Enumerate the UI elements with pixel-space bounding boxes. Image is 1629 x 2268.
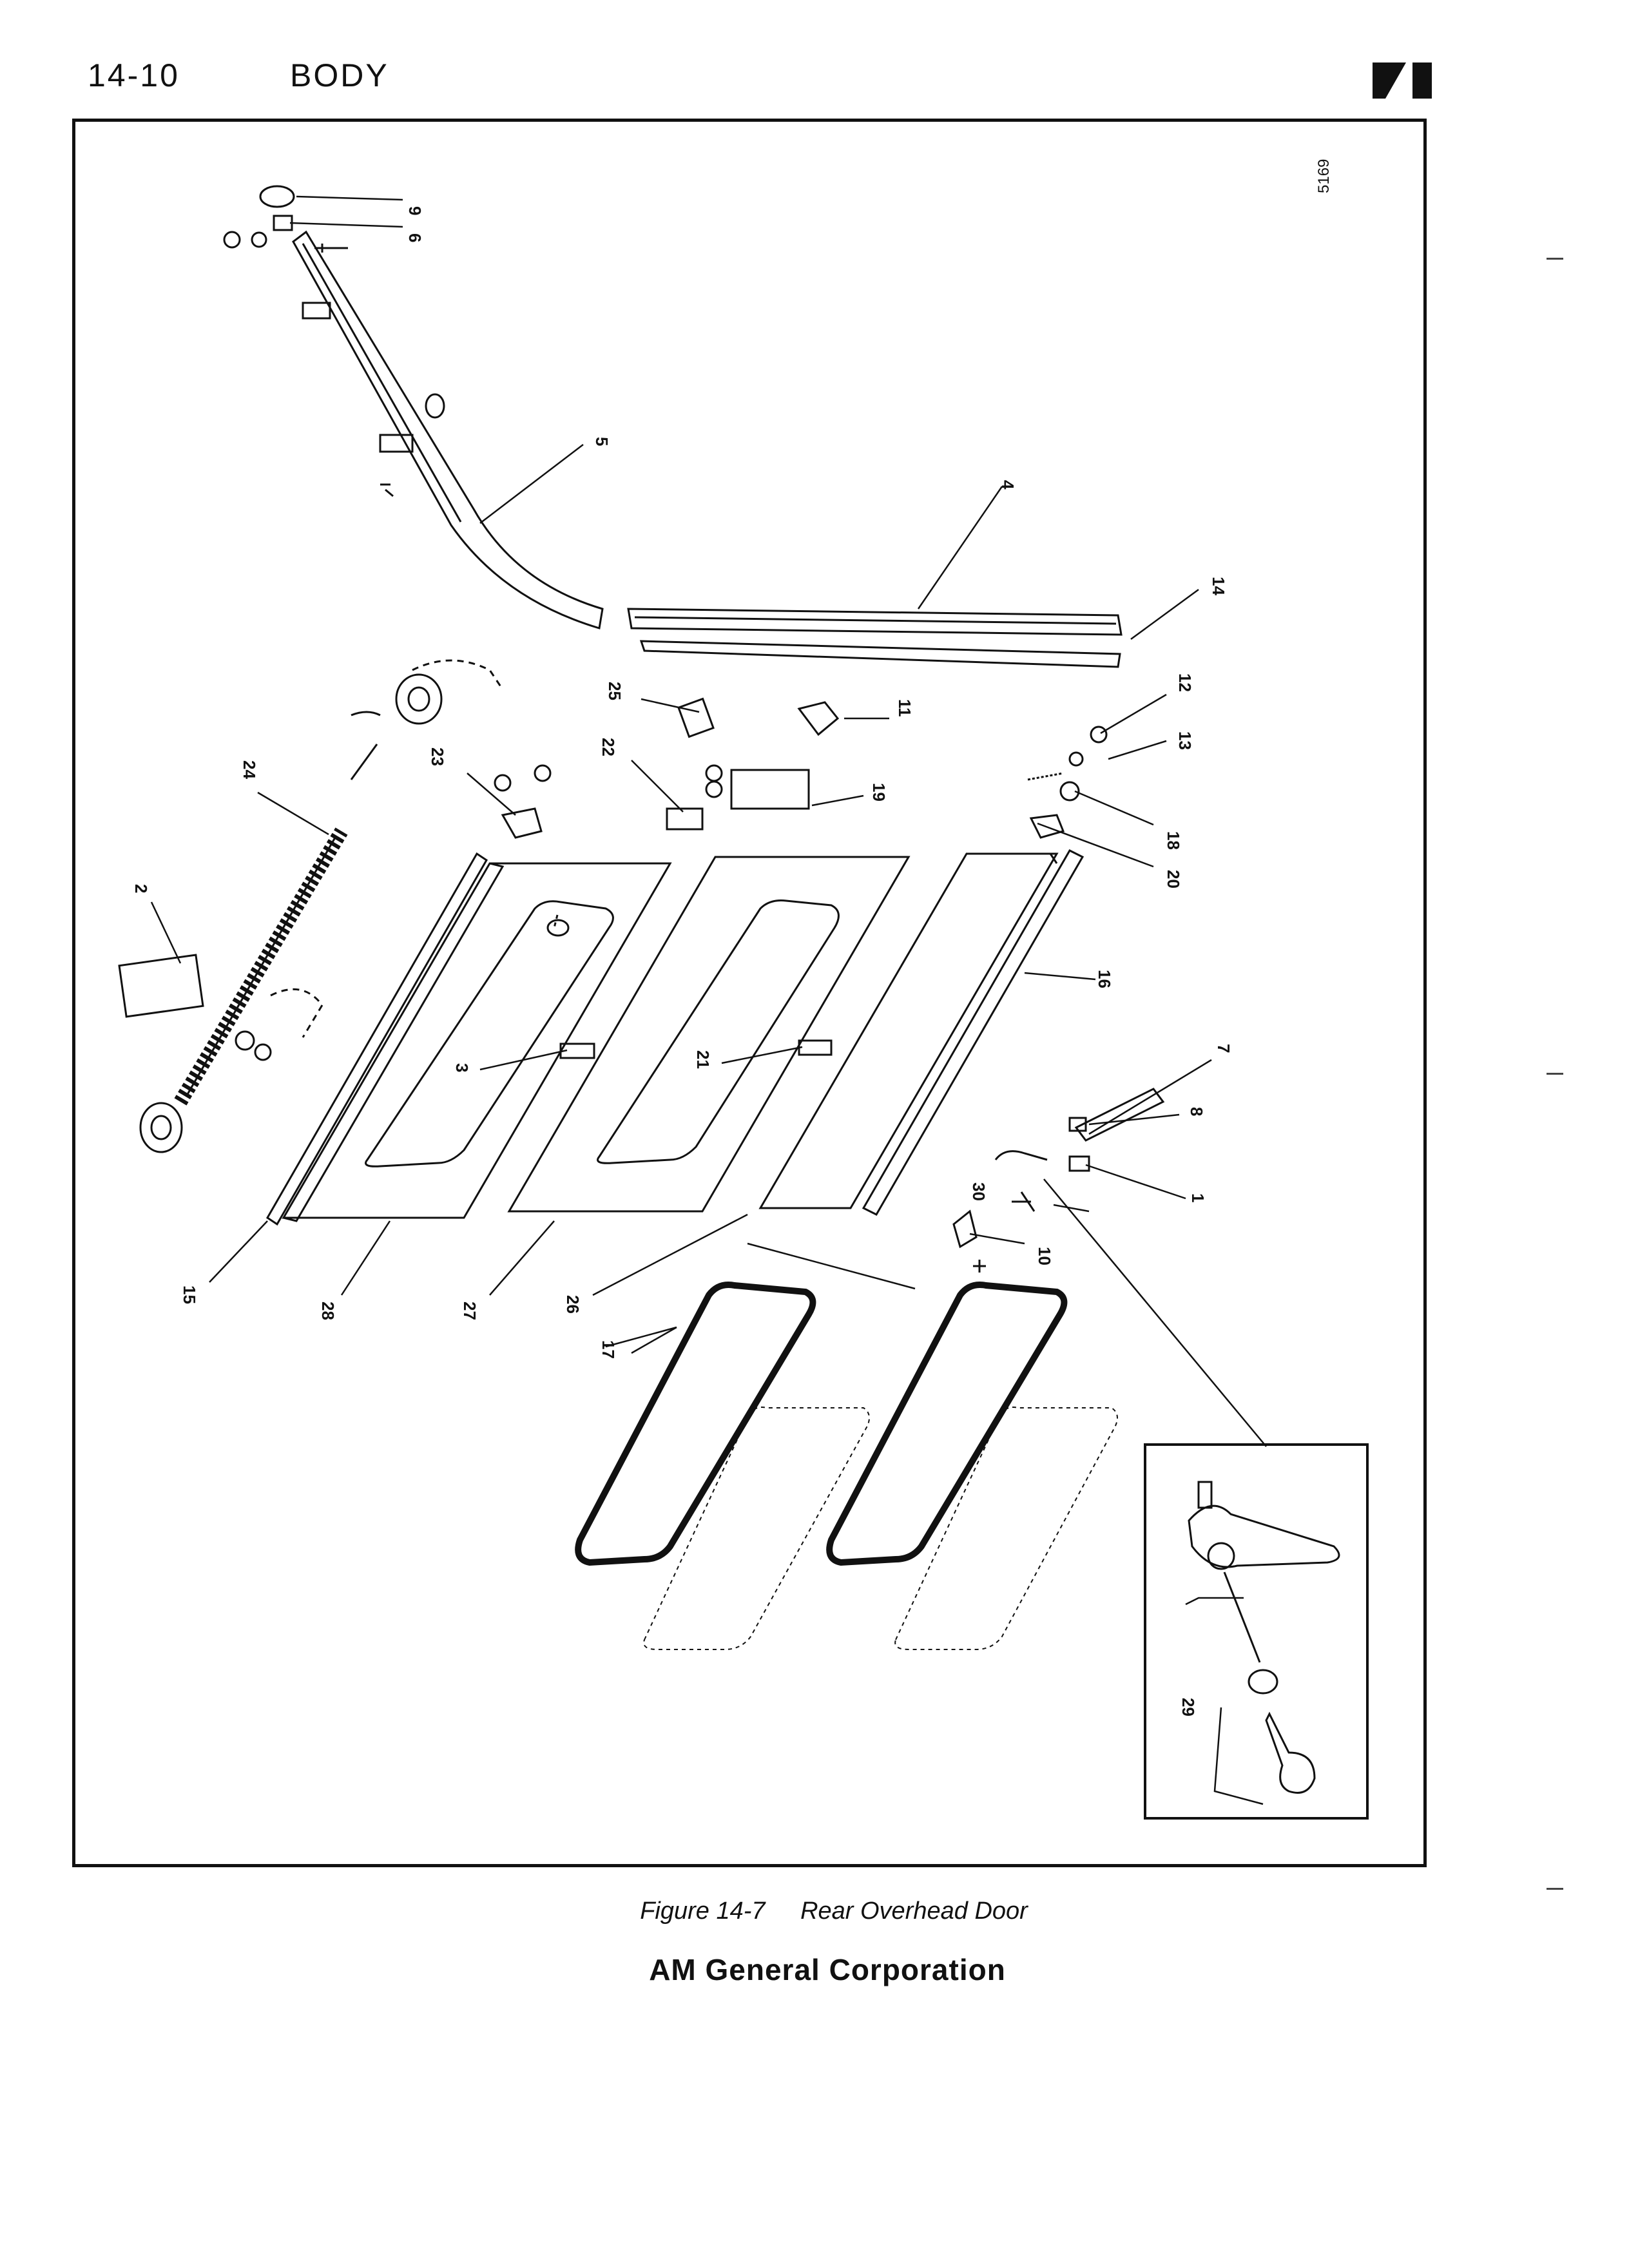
figure-title: Rear Overhead Door bbox=[800, 1898, 1028, 1925]
manufacturer-logo-icon bbox=[1373, 62, 1432, 99]
key-icon bbox=[1265, 1711, 1316, 1794]
door-panel-left bbox=[282, 862, 672, 1219]
callout-19: 19 bbox=[869, 783, 889, 802]
callout-7: 7 bbox=[1214, 1044, 1233, 1053]
callout-18: 18 bbox=[1164, 831, 1183, 850]
side-rail-15 bbox=[265, 852, 488, 1226]
callout-29: 29 bbox=[1179, 1698, 1198, 1716]
callout-13: 13 bbox=[1175, 731, 1195, 750]
lock-handle bbox=[1188, 1481, 1340, 1568]
callout-25: 25 bbox=[605, 682, 624, 700]
bracket-plate bbox=[118, 954, 204, 1018]
callout-1: 1 bbox=[1188, 1193, 1208, 1202]
callout-11: 11 bbox=[895, 699, 914, 717]
lock-detail-inset bbox=[1144, 1443, 1369, 1820]
page-number: 14-10 bbox=[88, 57, 180, 93]
track-rail bbox=[292, 230, 604, 629]
margin-mark bbox=[1547, 1888, 1563, 1890]
callout-6: 6 bbox=[405, 233, 425, 242]
side-rail-16 bbox=[862, 849, 1084, 1216]
torsion-spring bbox=[174, 827, 348, 1106]
callout-22: 22 bbox=[599, 738, 618, 756]
callout-12: 12 bbox=[1175, 673, 1195, 692]
window-glass-left bbox=[643, 1407, 870, 1650]
section-title: BODY bbox=[290, 57, 389, 93]
callout-20: 20 bbox=[1164, 870, 1183, 889]
margin-mark bbox=[1547, 258, 1563, 260]
callout-27: 27 bbox=[460, 1302, 479, 1320]
spring-drum bbox=[139, 1102, 183, 1153]
figure-id-number: 5169 bbox=[1315, 159, 1333, 193]
figure-caption: Figure 14-7 Rear Overhead Door bbox=[0, 1898, 1629, 1925]
callout-5: 5 bbox=[592, 437, 612, 446]
roller-cap bbox=[259, 185, 295, 208]
callout-9: 9 bbox=[405, 206, 425, 215]
margin-mark bbox=[1547, 1073, 1563, 1075]
callout-26: 26 bbox=[563, 1295, 583, 1314]
callout-15: 15 bbox=[180, 1285, 199, 1304]
company-name: AM General Corporation bbox=[649, 1953, 1006, 1986]
cable-drum bbox=[395, 673, 443, 725]
callout-24: 24 bbox=[240, 760, 259, 779]
horizontal-track bbox=[627, 608, 1123, 636]
callout-2: 2 bbox=[131, 884, 151, 893]
callout-21: 21 bbox=[693, 1050, 713, 1069]
callout-17: 17 bbox=[599, 1340, 618, 1359]
figure-frame bbox=[72, 119, 1427, 1867]
callout-30: 30 bbox=[969, 1182, 988, 1201]
weatherstrip bbox=[639, 640, 1121, 668]
callout-23: 23 bbox=[428, 747, 447, 766]
lock-plate bbox=[730, 769, 810, 810]
callout-10: 10 bbox=[1035, 1247, 1054, 1265]
panel-window-opening bbox=[597, 899, 840, 1164]
callout-4: 4 bbox=[998, 480, 1017, 490]
door-panel-right bbox=[758, 852, 1059, 1209]
callout-8: 8 bbox=[1187, 1107, 1206, 1116]
window-glass-right bbox=[894, 1407, 1118, 1650]
callout-14: 14 bbox=[1209, 577, 1228, 595]
roller-stop bbox=[273, 215, 293, 231]
callout-16: 16 bbox=[1095, 970, 1114, 988]
door-panel-middle bbox=[507, 856, 911, 1213]
handle-7 bbox=[1074, 1088, 1165, 1142]
callout-3: 3 bbox=[452, 1063, 472, 1072]
window-seal-left bbox=[575, 1282, 816, 1566]
figure-label: Figure 14-7 bbox=[640, 1898, 766, 1925]
callout-28: 28 bbox=[318, 1302, 338, 1320]
window-seal-right bbox=[826, 1282, 1068, 1566]
panel-window-opening bbox=[365, 900, 614, 1168]
